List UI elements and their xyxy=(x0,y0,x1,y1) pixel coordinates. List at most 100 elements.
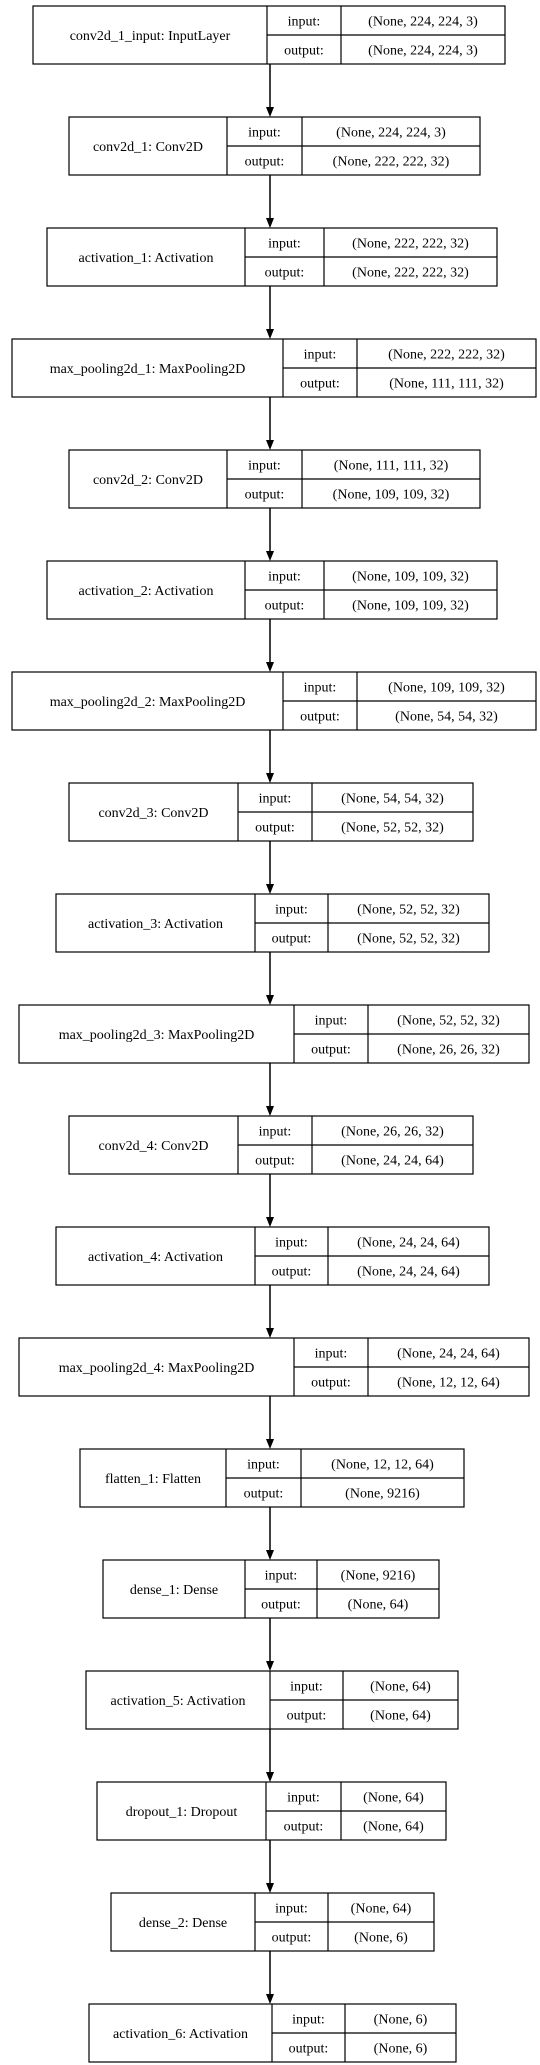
output-label: output: xyxy=(284,1820,324,1835)
layer-name: dropout_1: Dropout xyxy=(126,1805,238,1820)
output-shape: (None, 6) xyxy=(374,2042,428,2057)
output-label: output: xyxy=(261,1598,301,1613)
layer-node: activation_2: Activationinput:output:(No… xyxy=(46,560,498,620)
input-shape: (None, 224, 224, 3) xyxy=(336,126,446,141)
layer-name: conv2d_3: Conv2D xyxy=(98,806,208,821)
output-label: output: xyxy=(311,1376,351,1391)
output-label: output: xyxy=(284,44,324,59)
input-shape: (None, 64) xyxy=(363,1791,424,1806)
output-shape: (None, 6) xyxy=(354,1931,408,1946)
output-shape: (None, 64) xyxy=(348,1598,409,1613)
input-label: input: xyxy=(304,348,337,363)
layer-node: activation_4: Activationinput:output:(No… xyxy=(55,1226,490,1286)
layer-name: max_pooling2d_3: MaxPooling2D xyxy=(59,1028,255,1043)
input-shape: (None, 24, 24, 64) xyxy=(397,1347,500,1362)
output-shape: (None, 26, 26, 32) xyxy=(397,1043,500,1058)
output-label: output: xyxy=(300,377,340,392)
layer-name: conv2d_1: Conv2D xyxy=(93,140,203,155)
arrowhead-icon xyxy=(266,440,274,450)
layer-name: max_pooling2d_4: MaxPooling2D xyxy=(59,1361,255,1376)
layer-name: max_pooling2d_1: MaxPooling2D xyxy=(50,362,246,377)
edge-arrow xyxy=(266,286,274,339)
input-label: input: xyxy=(275,1236,308,1251)
edge-arrow xyxy=(266,1618,274,1671)
layer-node: conv2d_1: Conv2D input: output: (None, 224,… xyxy=(68,116,481,176)
layer-node: activation_3: Activationinput:output:(No… xyxy=(55,893,490,953)
input-shape: (None, 109, 109, 32) xyxy=(388,681,505,696)
output-shape: (None, 111, 111, 32) xyxy=(389,377,504,392)
arrowhead-icon xyxy=(266,773,274,783)
layer-node: conv2d_1_input: InputLayer input: output: (… xyxy=(32,5,506,65)
output-shape: (None, 222, 222, 32) xyxy=(333,155,450,170)
input-label: input: xyxy=(315,1014,348,1029)
edge-arrow xyxy=(266,619,274,672)
output-label: output: xyxy=(255,821,295,836)
output-shape: (None, 52, 52, 32) xyxy=(341,821,444,836)
input-label: input: xyxy=(247,1458,280,1473)
output-shape: (None, 64) xyxy=(370,1709,431,1724)
edge-arrow xyxy=(266,64,274,117)
output-label: output: xyxy=(311,1043,351,1058)
input-label: input: xyxy=(259,792,292,807)
input-label: input: xyxy=(304,681,337,696)
layer-name: activation_3: Activation xyxy=(88,917,223,932)
input-label: input: xyxy=(248,126,281,141)
output-label: output: xyxy=(265,599,305,614)
input-shape: (None, 222, 222, 32) xyxy=(352,237,469,252)
edge-arrow xyxy=(266,1285,274,1338)
arrowhead-icon xyxy=(266,1772,274,1782)
input-shape: (None, 52, 52, 32) xyxy=(397,1014,500,1029)
input-shape: (None, 222, 222, 32) xyxy=(388,348,505,363)
input-label: input: xyxy=(275,1902,308,1917)
output-shape: (None, 109, 109, 32) xyxy=(352,599,469,614)
input-shape: (None, 6) xyxy=(374,2013,428,2028)
arrowhead-icon xyxy=(266,551,274,561)
output-shape: (None, 64) xyxy=(363,1820,424,1835)
input-label: input: xyxy=(292,2013,325,2028)
edge-arrow xyxy=(266,1951,274,2004)
arrowhead-icon xyxy=(266,1661,274,1671)
input-label: input: xyxy=(288,15,321,30)
output-shape: (None, 9216) xyxy=(345,1487,420,1502)
input-shape: (None, 9216) xyxy=(341,1569,416,1584)
arrowhead-icon xyxy=(266,1106,274,1116)
layer-node: activation_6: Activationinput:output:(No… xyxy=(88,2003,457,2063)
input-label: input: xyxy=(275,903,308,918)
output-label: output: xyxy=(300,710,340,725)
edge-arrow xyxy=(266,1507,274,1560)
output-shape: (None, 222, 222, 32) xyxy=(352,266,469,281)
input-label: input: xyxy=(268,570,301,585)
arrowhead-icon xyxy=(266,107,274,117)
edge-arrow xyxy=(266,1063,274,1116)
input-shape: (None, 26, 26, 32) xyxy=(341,1125,444,1140)
output-label: output: xyxy=(287,1709,327,1724)
output-label: output: xyxy=(289,2042,329,2057)
arrowhead-icon xyxy=(266,1439,274,1449)
output-label: output: xyxy=(272,1265,312,1280)
layer-name: conv2d_1_input: InputLayer xyxy=(70,29,231,44)
arrowhead-icon xyxy=(266,662,274,672)
layer-name: max_pooling2d_2: MaxPooling2D xyxy=(50,695,246,710)
output-label: output: xyxy=(245,155,285,170)
edge-arrow xyxy=(266,175,274,228)
output-label: output: xyxy=(245,488,285,503)
input-label: input: xyxy=(268,237,301,252)
input-shape: (None, 12, 12, 64) xyxy=(331,1458,434,1473)
input-shape: (None, 52, 52, 32) xyxy=(357,903,460,918)
output-shape: (None, 224, 224, 3) xyxy=(368,44,478,59)
layer-node: activation_1: Activationinput:output:(No… xyxy=(46,227,498,287)
output-label: output: xyxy=(272,1931,312,1946)
output-shape: (None, 54, 54, 32) xyxy=(395,710,498,725)
layer-name: activation_1: Activation xyxy=(79,251,214,266)
arrowhead-icon xyxy=(266,1994,274,2004)
layer-name: conv2d_4: Conv2D xyxy=(98,1139,208,1154)
edge-arrow xyxy=(266,1729,274,1782)
input-shape: (None, 64) xyxy=(351,1902,412,1917)
edge-arrow xyxy=(266,730,274,783)
edge-arrow xyxy=(266,841,274,894)
output-shape: (None, 24, 24, 64) xyxy=(357,1265,460,1280)
